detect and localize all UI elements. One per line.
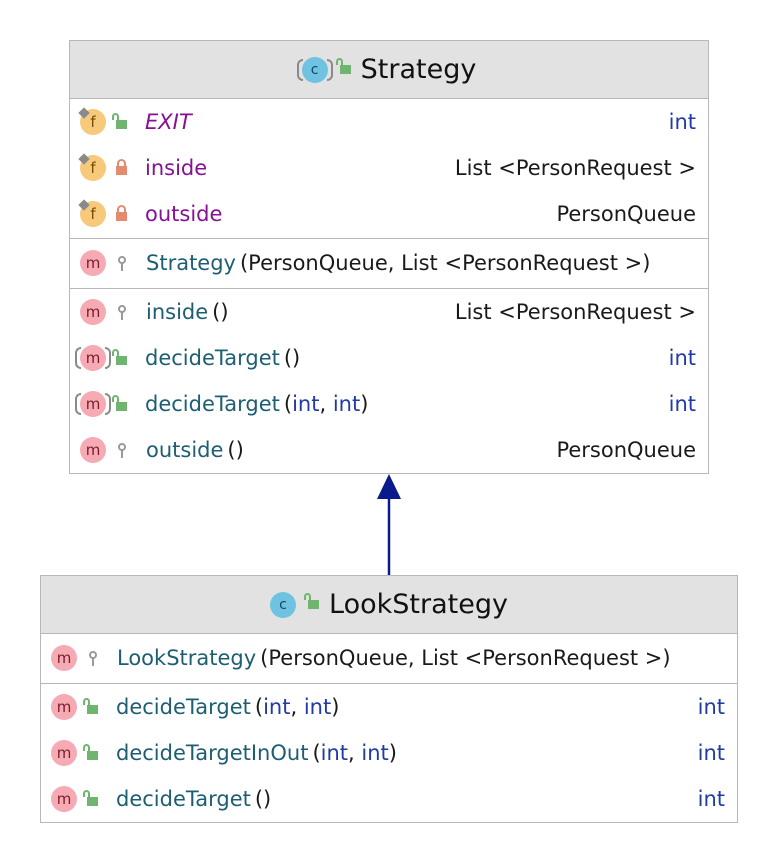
public-lock-icon	[335, 58, 351, 74]
private-lock-icon	[116, 205, 127, 221]
method-icon: m	[80, 437, 106, 463]
method-return-type: int	[668, 392, 696, 416]
constructors-section: m Strategy (PersonQueue, List <PersonReq…	[70, 239, 708, 289]
fields-section: f EXIT int f inside List <PersonRequest …	[70, 99, 708, 239]
package-key-icon	[87, 651, 99, 666]
public-lock-icon	[83, 790, 98, 806]
method-icon: m	[51, 740, 77, 766]
method-name: decideTargetInOut	[116, 741, 309, 765]
constructors-section: m LookStrategy (PersonQueue, List <Perso…	[41, 634, 737, 684]
static-field-icon: f	[80, 155, 106, 181]
field-type: PersonQueue	[556, 202, 696, 226]
method-icon: m	[80, 299, 106, 325]
method-params: ()	[254, 787, 272, 811]
field-type: List <PersonRequest >	[454, 156, 696, 180]
method-params: ()	[212, 300, 229, 324]
method-params: (int, int)	[254, 695, 340, 719]
static-field-icon: f	[80, 109, 106, 135]
class-header: c LookStrategy	[41, 576, 737, 634]
method-return-type: int	[697, 741, 725, 765]
field-row[interactable]: f EXIT int	[70, 99, 708, 145]
method-name: decideTarget	[116, 695, 251, 719]
method-return-type: int	[697, 787, 725, 811]
abstract-method-icon: m	[75, 345, 111, 371]
method-params: (int, int)	[312, 741, 397, 765]
class-icon: c	[270, 591, 297, 618]
methods-section: m decideTarget (int, int) int m decideTa…	[41, 684, 737, 822]
method-row[interactable]: m decideTarget (int, int) int	[70, 381, 708, 427]
method-return-type: int	[697, 695, 725, 719]
constructor-name: Strategy	[146, 251, 236, 275]
method-params: ()	[227, 438, 244, 462]
method-row[interactable]: m inside () List <PersonRequest >	[70, 289, 708, 335]
method-icon: m	[51, 645, 77, 671]
field-row[interactable]: f inside List <PersonRequest >	[70, 145, 708, 191]
constructor-params: (PersonQueue, List <PersonRequest >)	[260, 646, 671, 670]
method-return-type: PersonQueue	[556, 438, 696, 462]
static-field-icon: f	[80, 201, 106, 227]
method-name: outside	[146, 438, 224, 462]
method-name: decideTarget	[145, 346, 280, 370]
method-name: inside	[146, 300, 209, 324]
package-key-icon	[116, 305, 128, 320]
methods-section: m inside () List <PersonRequest > m deci…	[70, 289, 708, 473]
inheritance-arrowhead	[377, 474, 401, 499]
public-lock-icon	[304, 593, 320, 609]
public-lock-icon	[112, 395, 127, 411]
method-icon: m	[51, 786, 77, 812]
method-return-type: List <PersonRequest >	[454, 300, 696, 324]
package-key-icon	[116, 256, 128, 271]
public-lock-icon	[83, 698, 98, 714]
class-title: LookStrategy	[329, 589, 508, 620]
method-name: decideTarget	[145, 392, 280, 416]
abstract-class-icon: c	[296, 56, 333, 83]
field-type: int	[668, 110, 696, 134]
method-return-type: int	[668, 346, 696, 370]
method-row[interactable]: m decideTargetInOut (int, int) int	[41, 730, 737, 776]
public-lock-icon	[112, 113, 127, 129]
method-row[interactable]: m decideTarget () int	[41, 776, 737, 822]
method-icon: m	[51, 694, 77, 720]
method-params: (int, int)	[283, 392, 369, 416]
field-row[interactable]: f outside PersonQueue	[70, 191, 708, 237]
class-header: c Strategy	[70, 41, 708, 99]
package-key-icon	[116, 443, 128, 458]
field-name: inside	[145, 156, 208, 180]
class-strategy[interactable]: c Strategy f EXIT int f inside List <Per…	[69, 40, 709, 474]
method-icon: m	[80, 250, 106, 276]
class-title: Strategy	[360, 54, 477, 85]
class-look-strategy[interactable]: c LookStrategy m LookStrategy (PersonQue…	[40, 575, 738, 823]
method-name: decideTarget	[116, 787, 251, 811]
private-lock-icon	[116, 159, 127, 175]
abstract-method-icon: m	[75, 391, 111, 417]
method-params: ()	[283, 346, 301, 370]
method-row[interactable]: m outside () PersonQueue	[70, 427, 708, 473]
constructor-row[interactable]: m LookStrategy (PersonQueue, List <Perso…	[41, 634, 737, 682]
field-name: EXIT	[145, 110, 192, 134]
method-row[interactable]: m decideTarget () int	[70, 335, 708, 381]
method-row[interactable]: m decideTarget (int, int) int	[41, 684, 737, 730]
field-name: outside	[145, 202, 223, 226]
public-lock-icon	[83, 744, 98, 760]
public-lock-icon	[112, 349, 127, 365]
constructor-params: (PersonQueue, List <PersonRequest >)	[239, 251, 651, 275]
constructor-name: LookStrategy	[117, 646, 257, 670]
constructor-row[interactable]: m Strategy (PersonQueue, List <PersonReq…	[70, 239, 708, 287]
